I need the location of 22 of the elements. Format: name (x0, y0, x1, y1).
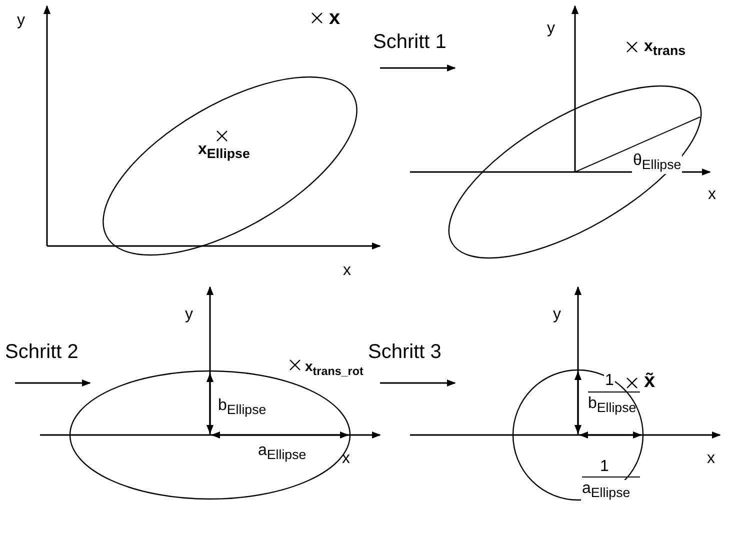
step-label: Schritt 1 (373, 33, 446, 51)
angle-label: θ$_{Ellipse}$ (632, 152, 682, 174)
point-label: x (329, 9, 340, 27)
axis-label: y (547, 20, 555, 38)
axis-label: x (343, 262, 351, 280)
axis-label: x (342, 450, 350, 468)
axis-label: y (17, 12, 25, 30)
point-label: x$_{Ellipse}$ (198, 141, 250, 164)
axis-label: x (708, 186, 716, 204)
step-label: Schritt 3 (368, 343, 442, 361)
axis-label: x (707, 450, 715, 468)
point-label: x̃ (644, 372, 656, 390)
dimension-label: b$_{Ellipse}$ (218, 397, 266, 420)
dimension-label: a$_{Ellipse}$ (258, 442, 306, 464)
axis-label: y (185, 306, 193, 324)
fraction-numerator: 1 (600, 458, 609, 476)
point-label: x$_{trans_rot}$ (305, 357, 364, 380)
fraction-denominator: b$_{Ellipse}$ (588, 395, 636, 418)
fraction-denominator: a$_{Ellipse}$ (581, 480, 632, 502)
axis-label: y (553, 306, 561, 324)
point-label: x$_{trans}$ (644, 38, 686, 60)
step-label: Schritt 2 (5, 343, 78, 361)
